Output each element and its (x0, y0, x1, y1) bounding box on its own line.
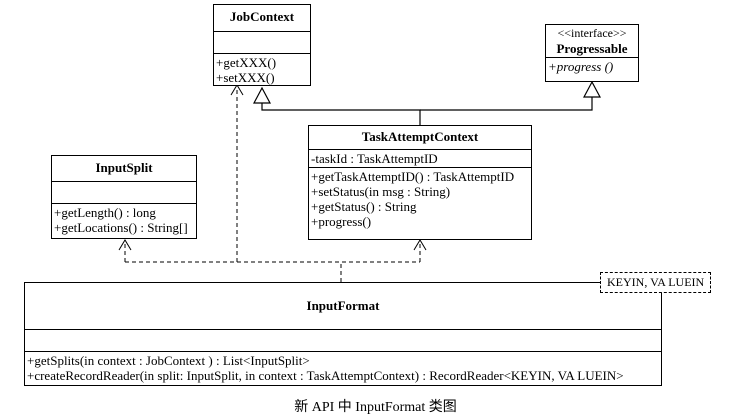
attributes-section (52, 181, 196, 203)
class-name: Progressable (556, 41, 628, 56)
template-parameters: KEYIN, VA LUEIN (600, 272, 712, 293)
operation: +getXXX() (216, 55, 277, 70)
operation: +getStatus() : String (311, 199, 417, 214)
generalization-arrowhead-jobcontext (253, 86, 271, 104)
class-progressable[interactable]: <<interface>> Progressable +progress () (545, 24, 639, 82)
operation: +progress () (548, 59, 614, 74)
attributes-section: -taskId : TaskAttemptID (309, 149, 531, 167)
class-inputformat[interactable]: InputFormat +getSplits(in context : JobC… (24, 282, 662, 386)
operation: +getSplits(in context : JobContext ) : L… (27, 353, 310, 368)
operation: +createRecordReader(in split: InputSplit… (27, 368, 624, 383)
attributes-section (25, 329, 661, 351)
dependency-arrow-taskattemptcontext (413, 239, 427, 251)
generalization-to-jobcontext (261, 103, 421, 125)
operations-section: +getSplits(in context : JobContext ) : L… (25, 351, 661, 384)
stereotype: <<interface>> (557, 26, 627, 40)
operation: +getLocations() : String[] (54, 220, 188, 235)
class-name-block: <<interface>> Progressable (546, 25, 638, 57)
figure-caption: 新 API 中 InputFormat 类图 (294, 400, 457, 415)
operation: +progress() (311, 214, 372, 229)
attribute: -taskId : TaskAttemptID (311, 151, 438, 166)
class-name: InputSplit (95, 160, 153, 175)
operations-section: +getTaskAttemptID() : TaskAttemptID +set… (309, 167, 531, 230)
operations-section: +getXXX() +setXXX() (214, 53, 310, 86)
class-taskattemptcontext[interactable]: TaskAttemptContext -taskId : TaskAttempt… (308, 125, 532, 240)
operation: +getTaskAttemptID() : TaskAttemptID (311, 169, 515, 184)
class-name: TaskAttemptContext (361, 129, 479, 144)
class-jobcontext[interactable]: JobContext +getXXX() +setXXX() (213, 4, 311, 86)
class-inputsplit[interactable]: InputSplit +getLength() : long +getLocat… (51, 155, 197, 239)
operation: +setXXX() (216, 70, 275, 85)
attributes-section (214, 31, 310, 53)
operation: +getLength() : long (54, 205, 156, 220)
operation: +setStatus(in msg : String) (311, 184, 451, 199)
operations-section: +getLength() : long +getLocations() : St… (52, 203, 196, 236)
class-name: JobContext (229, 9, 295, 24)
operations-section: +progress () (546, 57, 638, 75)
class-name: InputFormat (306, 298, 380, 313)
dependency-arrow-inputsplit (118, 239, 132, 251)
generalization-to-progressable (420, 97, 593, 111)
generalization-arrowhead-progressable (583, 80, 601, 98)
